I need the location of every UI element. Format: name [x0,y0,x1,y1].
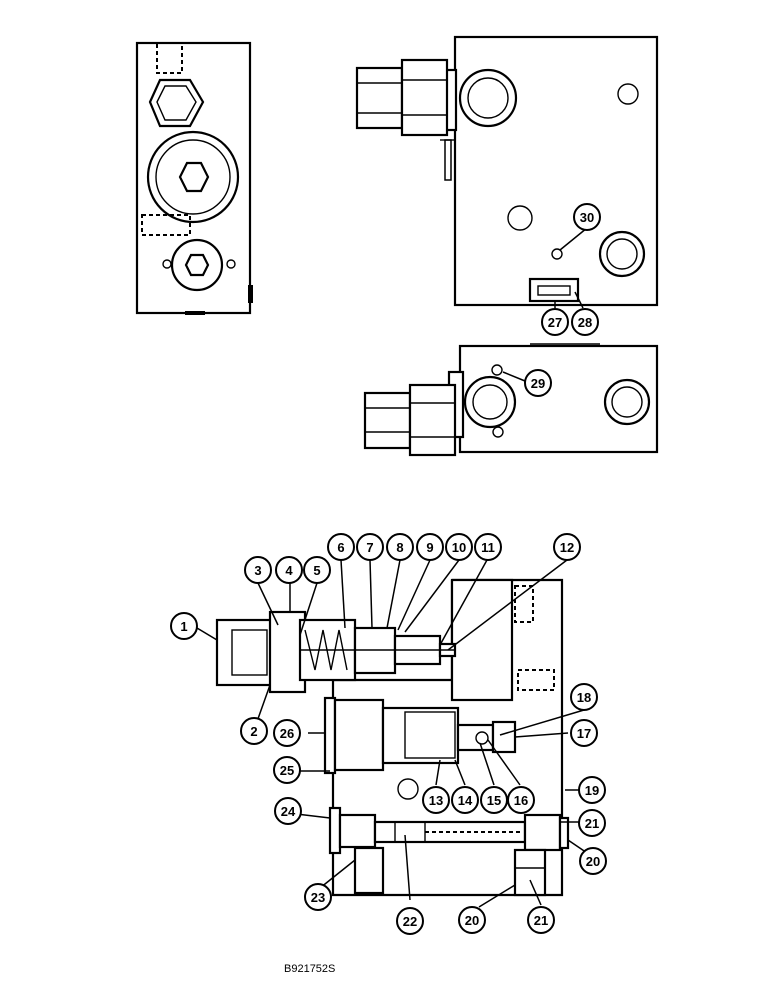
svg-text:4: 4 [285,563,293,578]
svg-text:7: 7 [366,540,373,555]
svg-text:25: 25 [280,763,294,778]
figure-id: B921752S [284,963,336,975]
svg-text:29: 29 [531,376,545,391]
svg-text:2: 2 [250,724,257,739]
svg-text:28: 28 [578,315,592,330]
svg-text:18: 18 [577,690,591,705]
solenoid-cap [215,618,274,687]
callout-11: 11 [474,533,502,561]
callout-23: 23 [304,883,332,911]
callout-30: 30 [573,203,601,231]
callout-1: 1 [170,612,198,640]
svg-text:20: 20 [586,854,600,869]
side-view-top [355,35,659,307]
svg-text:8: 8 [396,540,403,555]
svg-text:24: 24 [281,804,296,819]
svg-text:21: 21 [585,816,599,831]
callout-21-bottom: 21 [527,906,555,934]
svg-text:12: 12 [560,540,574,555]
svg-text:15: 15 [487,793,501,808]
end-cap-24 [328,806,342,855]
svg-text:11: 11 [481,540,495,555]
callout-25: 25 [273,756,301,784]
svg-text:9: 9 [426,540,433,555]
fitting-nut-3 [363,391,412,450]
callout-26: 26 [273,719,301,747]
callout-10: 10 [445,533,473,561]
callout-22: 22 [396,907,424,935]
callout-24: 24 [274,797,302,825]
callout-28: 28 [571,308,599,336]
callout-2: 2 [240,717,268,745]
svg-text:3: 3 [254,563,261,578]
plug-20-bottom [513,848,547,897]
svg-text:14: 14 [458,793,473,808]
nameplate [528,277,580,303]
svg-text:30: 30 [580,210,594,225]
fitting-nut-1 [355,66,404,130]
svg-text:23: 23 [311,890,325,905]
callout-20-right: 20 [579,847,607,875]
callout-27: 27 [541,308,569,336]
callout-4: 4 [275,556,303,584]
callout-5: 5 [303,556,331,584]
callouts: 1 2 3 4 5 6 7 8 9 10 11 12 13 14 15 16 1… [170,203,607,935]
callout-9: 9 [416,533,444,561]
callout-13: 13 [422,786,450,814]
svg-text:13: 13 [429,793,443,808]
svg-text:5: 5 [313,563,320,578]
svg-text:6: 6 [337,540,344,555]
svg-text:27: 27 [548,315,562,330]
callout-19: 19 [578,776,606,804]
callout-8: 8 [386,533,414,561]
cross-section-view [215,578,570,897]
svg-text:10: 10 [452,540,466,555]
callout-20-bottom: 20 [458,906,486,934]
callout-15: 15 [480,786,508,814]
callout-29: 29 [524,369,552,397]
svg-text:26: 26 [280,726,294,741]
svg-text:16: 16 [514,793,528,808]
svg-text:20: 20 [465,913,479,928]
fitting-nut-2 [400,58,449,137]
callout-17: 17 [570,719,598,747]
svg-text:17: 17 [577,726,591,741]
callout-12: 12 [553,533,581,561]
end-cap-26 [323,696,337,775]
svg-text:22: 22 [403,914,417,929]
leader-lines [196,227,594,908]
plug-29 [491,364,503,376]
callout-14: 14 [451,786,479,814]
plug-20-right [558,816,570,850]
hex-socket [178,161,210,193]
callout-18: 18 [570,683,598,711]
side-view-bottom [363,343,659,457]
callout-3: 3 [244,556,272,584]
svg-text:21: 21 [534,913,548,928]
end-view-left [135,41,253,315]
callout-7: 7 [356,533,384,561]
fitting-nut-4 [408,383,457,457]
svg-text:1: 1 [180,619,187,634]
callout-16: 16 [507,786,535,814]
callout-21-right: 21 [578,809,606,837]
svg-text:19: 19 [585,783,599,798]
plug-30 [551,248,563,260]
callout-6: 6 [327,533,355,561]
